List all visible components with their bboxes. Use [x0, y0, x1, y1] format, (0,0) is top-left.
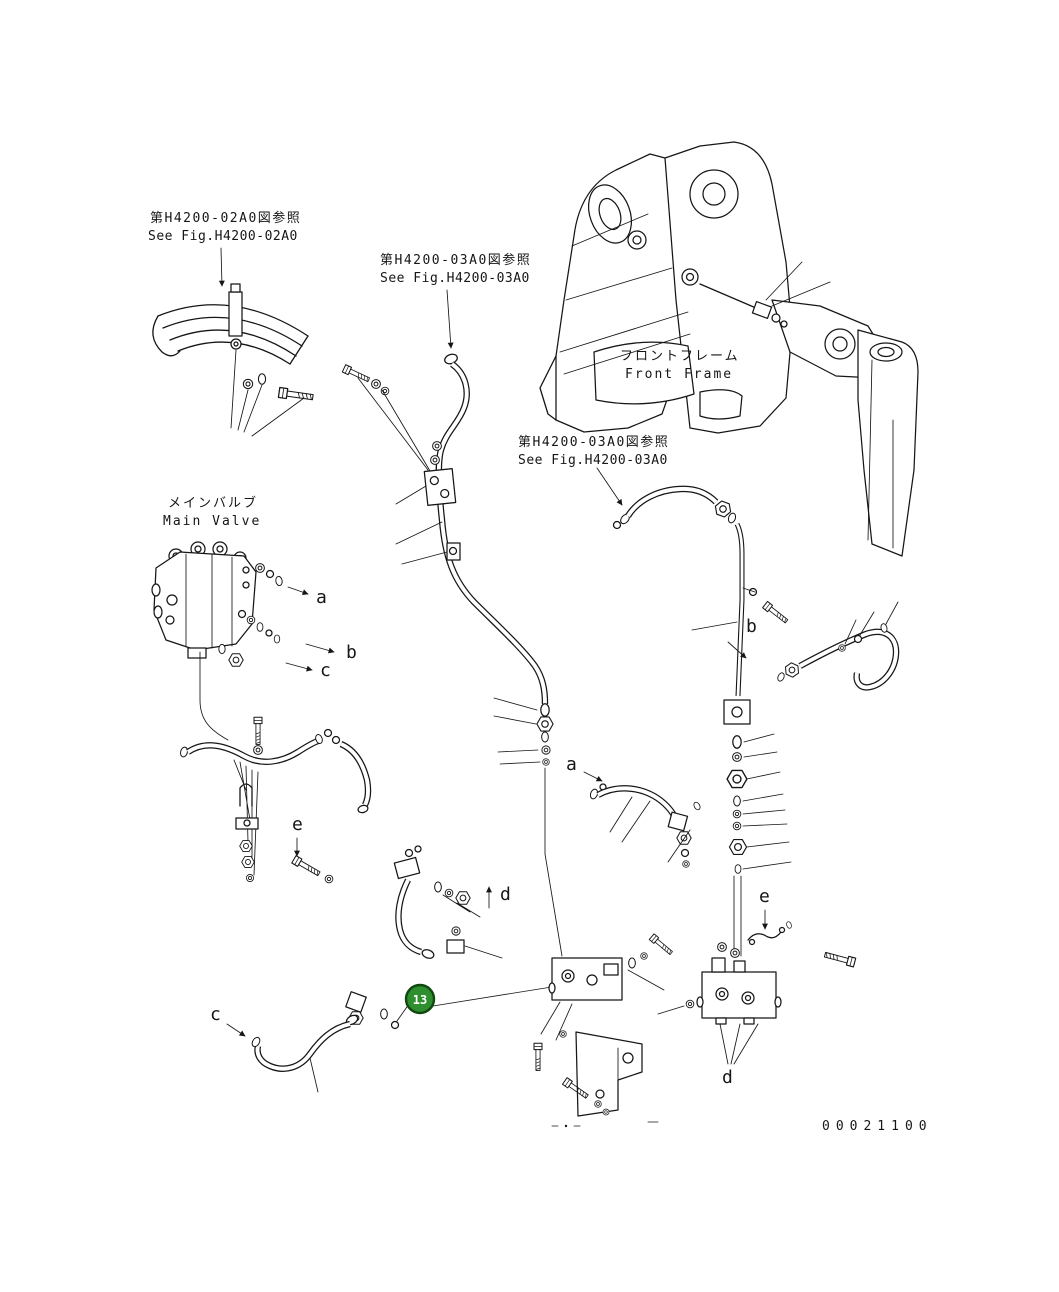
bottom-left-hose-assembly: c [210, 991, 400, 1093]
main-valve-label-jp: メインバルブ [168, 495, 258, 511]
callout-13-badge: 13 [396, 983, 559, 1022]
callout-13-circle [404, 983, 436, 1015]
far-right-hose [776, 601, 900, 691]
reference-note-2: 第H4200-03A0図参照 See Fig.H4200-03A0 [380, 252, 531, 349]
bottom-right-valve-assembly: e d [657, 886, 857, 1088]
callout-13-number: 13 [413, 993, 427, 1007]
left-lower-hose-assembly: e [178, 716, 372, 884]
flow-marker-c-valve: c [320, 660, 331, 681]
ref2-jp-text: 第H4200-03A0図参照 [380, 252, 531, 268]
front-frame-drawing [539, 141, 919, 557]
ref1-en-text: See Fig.H4200-02A0 [148, 229, 298, 244]
right-pipe-assembly: b [612, 485, 792, 957]
center-bottom-hose-assembly: d [393, 845, 511, 959]
flow-marker-d-center: d [500, 884, 511, 905]
leaf-spring-assembly [152, 283, 315, 437]
ref3-en-text: See Fig.H4200-03A0 [518, 453, 668, 468]
ref1-jp-text: 第H4200-02A0図参照 [150, 210, 301, 226]
flow-marker-c-bottom: c [210, 1004, 221, 1025]
flow-marker-b-valve: b [346, 642, 357, 663]
reference-note-1: 第H4200-02A0図参照 See Fig.H4200-02A0 [148, 210, 301, 287]
middle-hose-a-assembly: a [566, 754, 702, 868]
bottom-middle-valve-assembly [533, 933, 675, 1128]
drawing-number: 00021100 [822, 1119, 933, 1134]
front-frame-label-en: Front Frame [625, 367, 733, 382]
main-valve-label-en: Main Valve [163, 514, 261, 529]
flow-marker-a-middle: a [566, 754, 577, 775]
main-valve-drawing: メインバルブ Main Valve a b c [151, 495, 357, 741]
flow-marker-b-right: b [746, 616, 757, 637]
reference-note-3: 第H4200-03A0図参照 See Fig.H4200-03A0 [518, 434, 669, 506]
flow-marker-d-bottom: d [722, 1067, 733, 1088]
flow-marker-a-valve: a [316, 587, 327, 608]
front-frame-label-jp: フロントフレーム [620, 349, 740, 364]
ref3-jp-text: 第H4200-03A0図参照 [518, 434, 669, 450]
center-hose-assembly [341, 353, 563, 957]
flow-marker-e-left: e [292, 814, 303, 835]
ref2-en-text: See Fig.H4200-03A0 [380, 271, 530, 286]
flow-marker-e-right: e [759, 886, 770, 907]
